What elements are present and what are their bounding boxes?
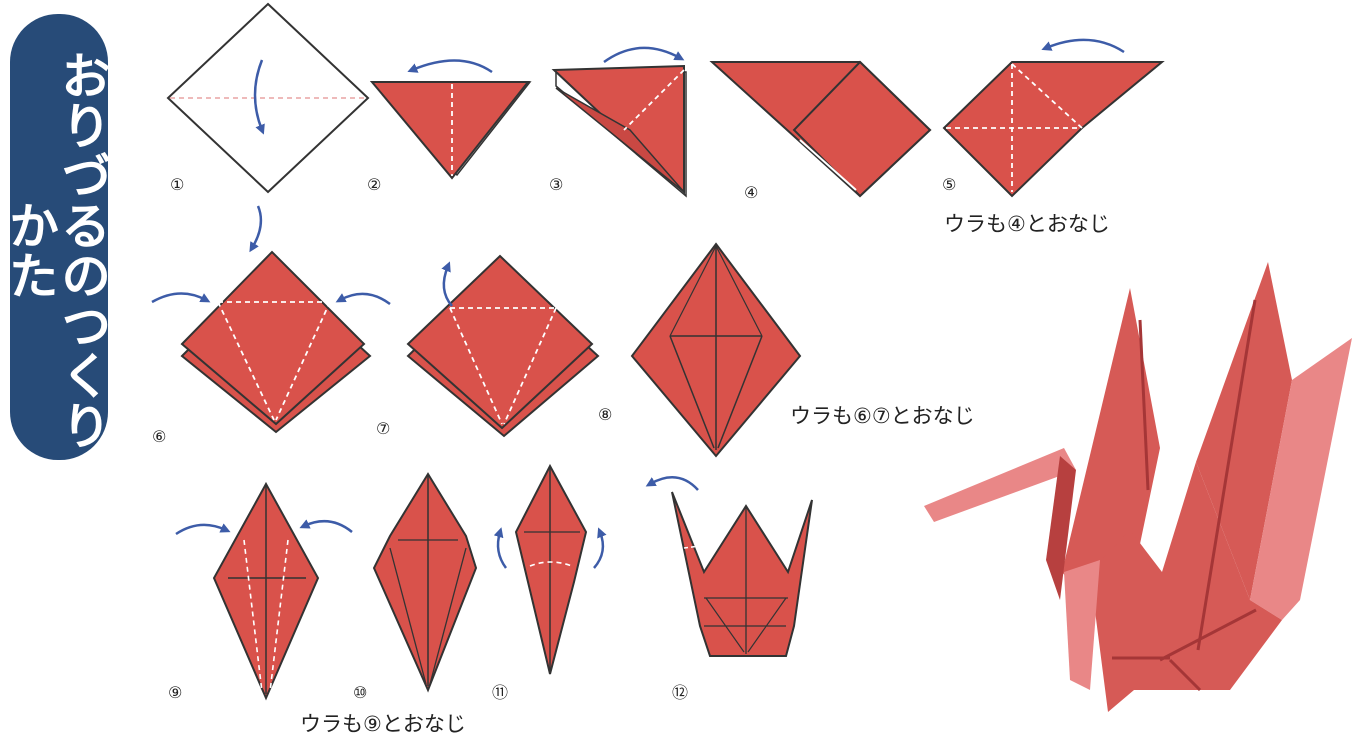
step-3-figure: [551, 46, 687, 198]
step-8-figure: [630, 242, 802, 458]
fold-arrow-icon: [593, 527, 607, 569]
fold-arrow-icon: [151, 292, 211, 304]
step-2-figure: [369, 59, 532, 180]
step-11-figure: [493, 463, 607, 675]
fold-arrow-icon: [493, 527, 508, 569]
step-10-figure: [372, 472, 478, 693]
note-step-5: ウラも④とおなじ: [944, 212, 1110, 236]
step-number-2: ②: [367, 175, 381, 194]
fold-arrow-icon: [407, 59, 493, 74]
fold-arrow-icon: [253, 59, 265, 135]
page-title: おりづるのつくりかた: [1, 50, 111, 450]
fold-arrow-icon: [603, 46, 685, 64]
fold-arrow-icon: [645, 476, 699, 491]
step-number-8: ⑧: [598, 405, 612, 424]
step-4-figure: [709, 60, 932, 198]
title-banner: おりづるのつくりかた: [1, 14, 111, 460]
fold-arrow-icon: [335, 292, 391, 306]
step-7-figure: [406, 254, 600, 438]
fold-arrow-icon: [1041, 38, 1125, 54]
step-number-11: ⑪: [492, 683, 508, 702]
step-12-figure: [645, 476, 813, 657]
step-number-6: ⑥: [152, 427, 166, 446]
step-number-7: ⑦: [376, 419, 390, 438]
step-number-5: ⑤: [942, 175, 956, 194]
step-number-1: ①: [170, 175, 184, 194]
step-6-figure: [151, 205, 391, 434]
fold-arrow-icon: [249, 205, 263, 253]
fold-arrow-icon: [299, 519, 353, 533]
step-number-10: ⑩: [353, 683, 367, 702]
step-number-4: ④: [744, 183, 758, 202]
note-step-11: ウラも⑨とおなじ: [300, 712, 466, 736]
step-number-9: ⑨: [168, 683, 182, 702]
step-1-figure: [166, 2, 370, 194]
step-number-3: ③: [549, 175, 563, 194]
fold-arrow-icon: [441, 261, 453, 307]
step-5-figure: [942, 38, 1165, 198]
fold-arrow-icon: [175, 523, 231, 536]
step-9-figure: [175, 481, 353, 701]
note-step-8: ウラも⑥⑦とおなじ: [790, 404, 975, 428]
finished-crane-illustration: [924, 262, 1352, 712]
step-number-12: ⑫: [672, 683, 688, 702]
